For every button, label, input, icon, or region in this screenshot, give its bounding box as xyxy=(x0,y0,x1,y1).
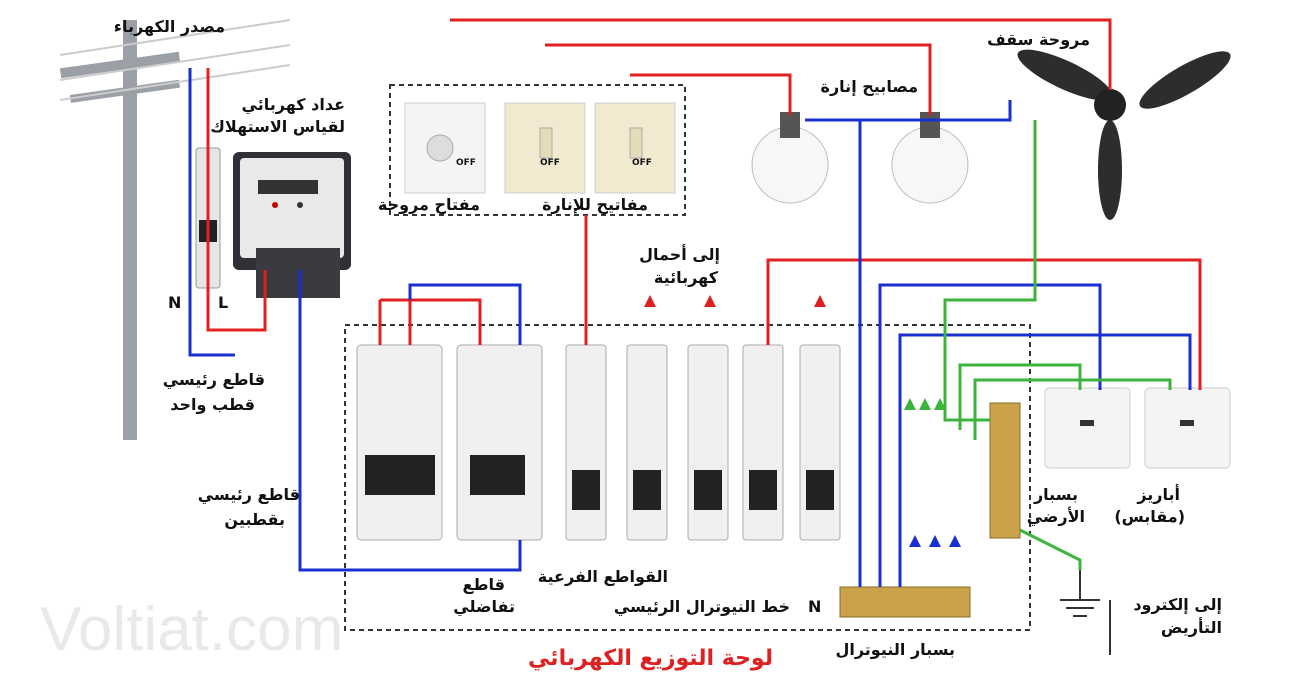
main-neutral-label: خط النيوترال الرئيسي xyxy=(614,597,790,617)
sub-breaker-3 xyxy=(687,344,729,541)
panel-title: لوحة التوزيع الكهربائي xyxy=(528,646,773,671)
sub-breaker-1 xyxy=(565,344,607,541)
sub-breaker-5 xyxy=(799,344,841,541)
sockets-label-line2: (مقابس) xyxy=(1114,507,1185,526)
main-breaker-2p-label-line1: قاطع رئيسي xyxy=(198,485,300,505)
main-breaker-1p-label-line2: قطب واحد xyxy=(170,395,255,414)
loads-label-line1: إلى أحمال xyxy=(639,244,720,264)
ceiling-fan-label: مروحة سقف xyxy=(987,30,1090,49)
rcd-label-line2: تفاضلي xyxy=(453,597,515,617)
letter-l-label: L xyxy=(218,293,228,312)
earth-electrode-label-line1: إلى إلكترود xyxy=(1133,595,1222,614)
main-breaker-2p-label-line2: بقطبين xyxy=(224,510,285,529)
neutral-busbar xyxy=(839,586,971,618)
main-breaker-1p-label-line1: قاطع رئيسي xyxy=(163,370,265,390)
neutral-n-label: N xyxy=(808,597,821,616)
earth-busbar xyxy=(989,402,1021,539)
light-switch-2 xyxy=(594,102,676,194)
lamps-label: مصابيح إنارة xyxy=(821,77,918,96)
load-arrows xyxy=(644,295,826,307)
neutral-arrows xyxy=(909,535,961,547)
energy-meter xyxy=(233,152,351,298)
light-switch-1-off-text: OFF xyxy=(540,158,560,168)
sub-breaker-2 xyxy=(626,344,668,541)
sub-breaker-4 xyxy=(742,344,784,541)
earth-busbar-label-line1: بسبار xyxy=(1033,485,1078,504)
earth-arrows xyxy=(904,398,946,410)
fan-switch xyxy=(404,102,486,194)
ceiling-fan xyxy=(1017,49,1231,220)
neutral-wires xyxy=(188,68,1192,587)
sub-breakers-label: القواطع الفرعية xyxy=(538,567,668,586)
light-switches-label: مفاتيح للإنارة xyxy=(542,195,648,214)
panel-frame xyxy=(344,324,1031,631)
power-source-label: مصدر الكهرباء xyxy=(114,17,225,36)
switch-frame xyxy=(389,84,686,216)
rcd-label-line1: قاطع xyxy=(463,575,505,594)
earth-symbol xyxy=(1060,570,1111,655)
fan-switch-label: مفتاح مروحة xyxy=(378,195,480,214)
earth-busbar-label-line2: الأرضي xyxy=(1027,507,1085,527)
socket-1 xyxy=(1044,387,1131,469)
loads-label-line2: كهربائية xyxy=(654,268,719,287)
rcd-breaker xyxy=(456,344,543,541)
utility-pole xyxy=(59,19,291,440)
lamp-1 xyxy=(751,112,829,204)
earth-wires xyxy=(943,120,1172,570)
sockets-label-line1: أباريز xyxy=(1136,484,1180,504)
earth-electrode-label-line2: التأريض xyxy=(1161,617,1222,637)
live-wires xyxy=(206,18,1202,390)
socket-2 xyxy=(1144,387,1231,469)
neutral-busbar-label: بسبار النيوترال xyxy=(835,640,955,659)
watermark: Voltiat.com xyxy=(40,595,343,664)
light-switch-1 xyxy=(504,102,586,194)
lamp-2 xyxy=(891,112,969,204)
light-switch-2-off-text: OFF xyxy=(632,158,652,168)
fan-switch-off-text: OFF xyxy=(456,158,476,168)
letter-n-label: N xyxy=(168,293,181,312)
main-breaker-double-pole xyxy=(356,344,443,541)
meter-label-line1: عداد كهربائي xyxy=(242,95,345,115)
meter-label-line2: لقياس الاستهلاك xyxy=(210,117,345,136)
